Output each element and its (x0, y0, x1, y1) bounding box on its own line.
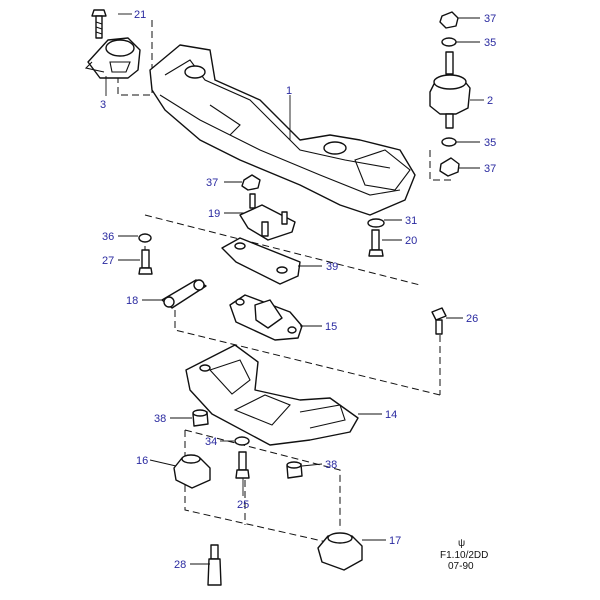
bolt-27 (138, 249, 153, 275)
callout-27: 27 (102, 255, 114, 267)
callout-25: 25 (237, 499, 249, 511)
link-18 (161, 279, 207, 309)
callout-21: 21 (134, 9, 146, 21)
bush-38-right (286, 461, 303, 479)
callout-36: 36 (102, 231, 114, 243)
callout-35-bottom: 35 (484, 137, 496, 149)
nut-37-bottom (439, 157, 460, 177)
callout-37-bottom: 37 (484, 163, 496, 175)
nut-37-middle (241, 174, 261, 191)
callout-35-top: 35 (484, 37, 496, 49)
reference-symbol: ψ (458, 538, 465, 549)
reference-block: ψ F1.10/2DD 07-90 (440, 538, 488, 572)
callout-31: 31 (405, 215, 417, 227)
bolt-20 (368, 229, 384, 257)
reference-date: 07-90 (448, 561, 474, 572)
washer-35-top (441, 37, 457, 47)
callout-18: 18 (126, 295, 138, 307)
callout-28: 28 (174, 559, 186, 571)
washer-34 (234, 436, 250, 446)
reference-code: F1.10/2DD (440, 550, 488, 561)
bolt-26 (431, 307, 447, 335)
callout-26: 26 (466, 313, 478, 325)
callout-37-top: 37 (484, 13, 496, 25)
callout-17: 17 (389, 535, 401, 547)
rubber-mount-16 (173, 454, 211, 489)
washer-35-bottom (441, 137, 457, 147)
stud-28 (207, 544, 222, 586)
bolt-25 (235, 451, 250, 479)
callout-numbers: 21 3 1 37 35 2 35 37 37 19 31 20 36 27 3… (100, 9, 496, 571)
mount-15 (229, 294, 303, 341)
callout-14: 14 (385, 409, 397, 421)
crossmember-part (149, 44, 416, 216)
callout-34: 34 (205, 436, 217, 448)
leader-lines (105, 13, 484, 565)
callout-39: 39 (326, 261, 338, 273)
callout-2: 2 (487, 95, 493, 107)
callout-1: 1 (286, 85, 292, 97)
callout-38-right: 38 (325, 459, 337, 471)
callout-15: 15 (325, 321, 337, 333)
callout-19: 19 (208, 208, 220, 220)
callout-3: 3 (100, 99, 106, 111)
callout-16: 16 (136, 455, 148, 467)
bracket-19 (239, 193, 296, 241)
plate-39 (221, 237, 301, 285)
callout-20: 20 (405, 235, 417, 247)
rubber-mount-2 (429, 51, 471, 129)
bush-38-left (192, 409, 209, 427)
callout-38-left: 38 (154, 413, 166, 425)
callout-37-middle: 37 (206, 177, 218, 189)
nut-37-top (439, 11, 459, 29)
bracket-14 (185, 344, 359, 446)
rubber-mount-3 (84, 37, 141, 79)
washer-31 (367, 218, 385, 228)
mount-bolt-21 (91, 9, 107, 39)
rubber-mount-17 (317, 532, 363, 571)
washer-36 (138, 233, 152, 243)
